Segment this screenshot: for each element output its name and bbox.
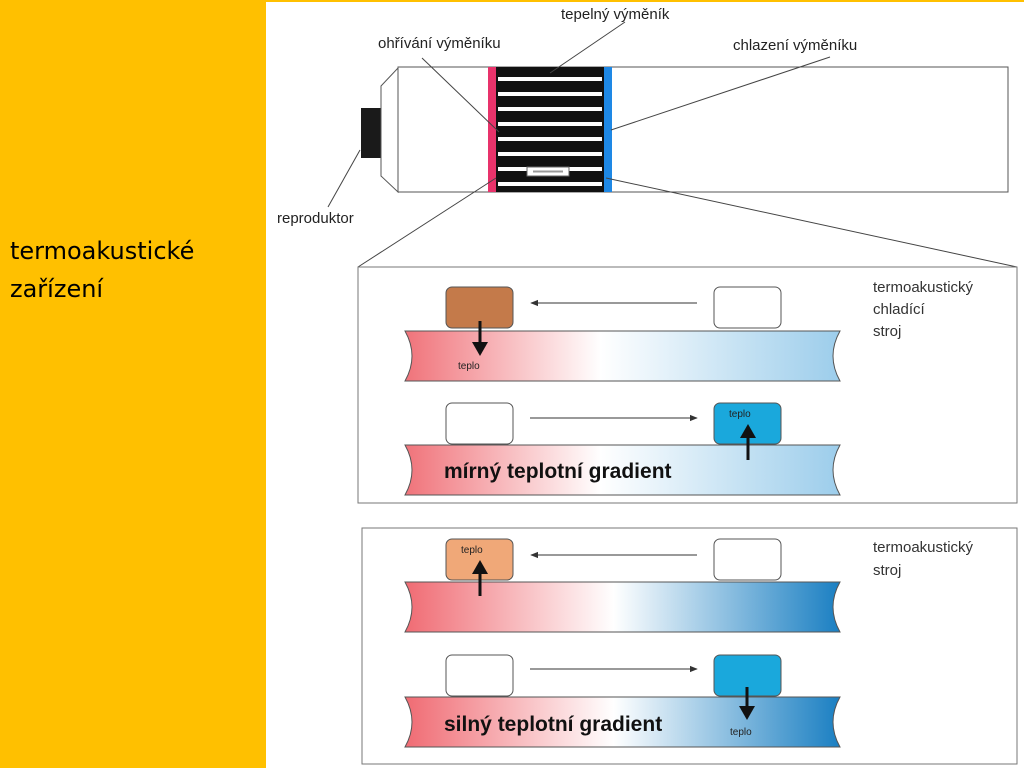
gas-parcel-empty-4 <box>445 654 514 697</box>
heat-label-1: teplo <box>458 361 480 372</box>
engine-title-1: termoakustický <box>873 539 974 556</box>
sidebar: termoakustické zařízení <box>0 0 266 768</box>
gradient-label-strong: silný teplotní gradient <box>444 713 662 736</box>
plate-mild-1 <box>404 330 841 382</box>
refrigerator-title-2: chladící <box>873 301 926 318</box>
label-speaker: reproduktor <box>277 210 354 227</box>
speaker-cone <box>380 66 399 194</box>
leader-lines <box>327 21 1018 268</box>
engine-title-2: stroj <box>873 562 901 579</box>
plate-strong-1 <box>404 581 841 633</box>
label-cooling: chlazení výměníku <box>733 37 857 54</box>
plate-mild-2 <box>404 444 841 496</box>
gas-parcel-empty <box>713 286 782 329</box>
heating-strip <box>488 67 496 192</box>
plate-strong-2 <box>404 696 841 748</box>
slide-title: termoakustické zařízení <box>10 237 195 303</box>
gas-parcel-empty-3 <box>713 538 782 581</box>
gradient-label-mild: mírný teplotní gradient <box>444 460 672 483</box>
engine-panel: teplo teplo silný teplotní gradient term… <box>361 527 1018 765</box>
refrigerator-panel: teplo teplo mírný teplotní gradient term… <box>357 266 1018 504</box>
speaker-magnet <box>361 108 381 158</box>
refrigerator-title-1: termoakustický <box>873 279 974 296</box>
heat-label-4: teplo <box>730 727 752 738</box>
gas-parcel-empty-2 <box>445 402 514 445</box>
cooling-strip <box>604 67 612 192</box>
top-border <box>266 0 1024 2</box>
heat-label-2: teplo <box>729 409 751 420</box>
label-heat-exchanger: tepelný výměník <box>561 6 670 23</box>
resonator-tube <box>361 66 1009 194</box>
heat-label-3: teplo <box>461 545 483 556</box>
label-heating: ohřívání výměníku <box>378 35 501 52</box>
refrigerator-title-3: stroj <box>873 323 901 340</box>
